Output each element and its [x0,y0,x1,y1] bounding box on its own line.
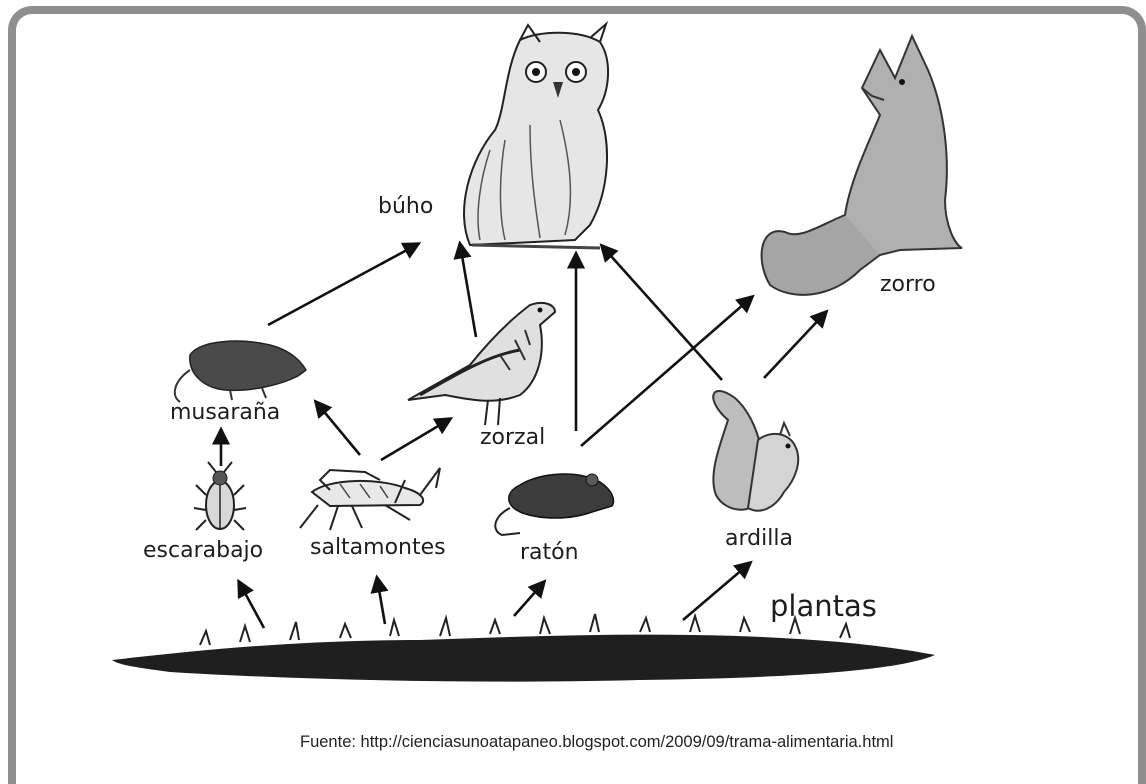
label-fox: zorro [880,274,936,296]
arrow-plants-to-squirrel [683,563,750,620]
arrow-plants-to-mouse [514,582,544,616]
label-mouse: ratón [520,542,579,564]
arrow-plants-to-beetle [239,582,264,628]
arrow-squirrel-to-fox [764,312,826,378]
arrow-grasshopper-to-thrush [381,419,450,460]
label-grasshopper: saltamontes [310,537,446,559]
label-thrush: zorzal [480,427,545,449]
label-squirrel: ardilla [725,528,793,550]
beetle-icon [194,462,246,530]
arrow-grasshopper-to-shrew [316,402,360,455]
mouse-icon [495,474,613,535]
arrow-plants-to-grasshopper [377,578,385,624]
label-owl: búho [378,196,433,218]
thrush-icon [408,303,555,425]
food-web-diagram [0,0,1146,765]
squirrel-icon [713,391,798,511]
source-caption: Fuente: http://cienciasunoatapaneo.blogs… [300,733,893,752]
label-beetle: escarabajo [143,540,263,562]
arrow-thrush-to-owl [460,244,476,337]
fox-icon [762,36,962,295]
grasshopper-icon [300,468,440,530]
label-plants: plantas [770,592,877,621]
owl-icon [464,24,608,248]
arrow-shrew-to-owl [268,244,418,325]
shrew-icon [175,341,306,402]
arrow-squirrel-to-owl [602,246,722,380]
grass-icon [112,614,935,682]
label-shrew: musaraña [170,402,280,424]
